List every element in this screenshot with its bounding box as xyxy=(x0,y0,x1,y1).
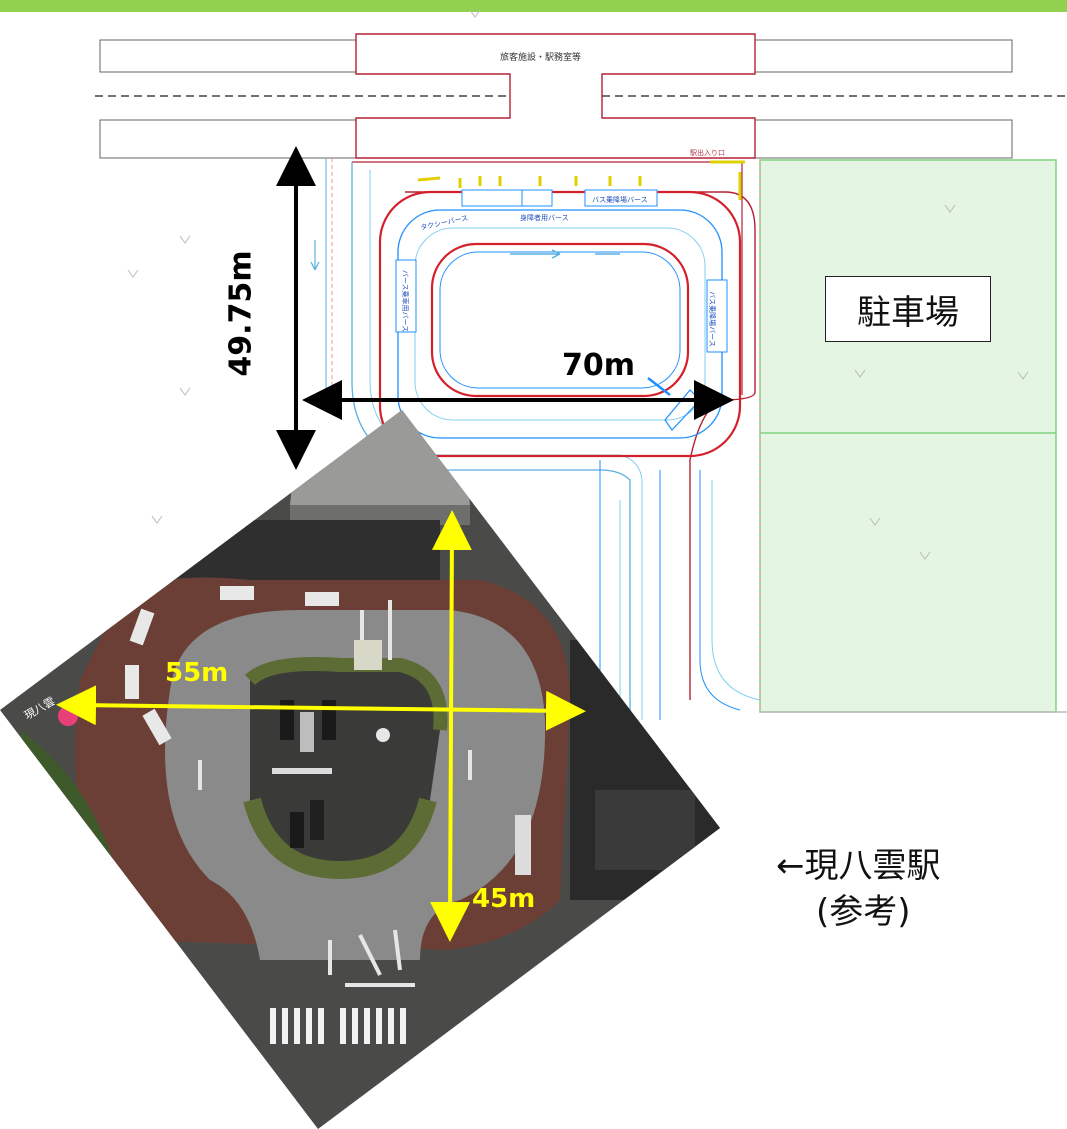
reference-note: (参考) xyxy=(816,892,911,932)
station-building xyxy=(355,33,756,159)
top-accent-bar xyxy=(0,0,1067,12)
disabled-bay-label: 身障者用バース xyxy=(520,214,569,222)
current-height-arrow xyxy=(430,510,472,942)
current-width-label: 55m xyxy=(165,658,229,688)
rotary-outer-edge xyxy=(378,190,742,458)
entrance-label: 駅出入り口 xyxy=(690,149,725,157)
building-label: 旅客施設・駅務室等 xyxy=(500,53,582,63)
bus-boarding-bay-label: バス乗降場バース xyxy=(592,196,648,204)
current-height-label: 45m xyxy=(472,884,536,914)
current-width-arrow xyxy=(56,685,586,731)
current-station-note: ←現八雲駅 xyxy=(776,846,941,886)
parking-label: 駐車場 xyxy=(825,276,991,342)
width-dimension-label: 70m xyxy=(562,348,636,383)
height-dimension-label: 49.75m xyxy=(223,250,259,377)
parking-lot-area xyxy=(759,159,1057,713)
